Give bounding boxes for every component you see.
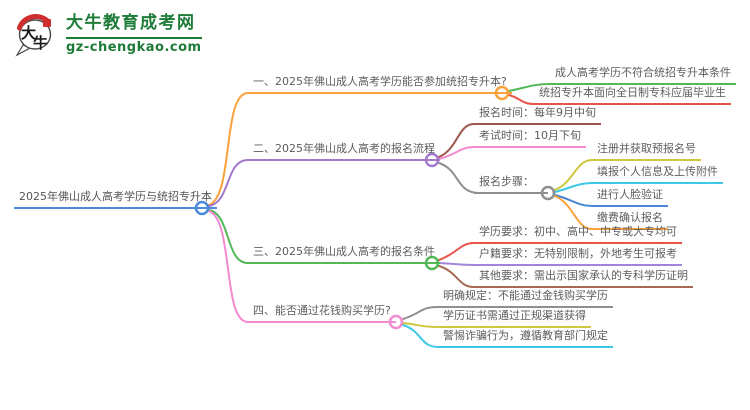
branch-4-child-3[interactable]: 警惕诈骗行为，遵循教育部门规定 bbox=[438, 328, 613, 348]
branch-4-child-1[interactable]: 明确规定：不能通过金钱购买学历 bbox=[438, 288, 613, 308]
connector-b3-c3 bbox=[438, 265, 475, 288]
branch-1-child-1[interactable]: 成人高考学历不符合统招专升本条件 bbox=[550, 65, 736, 85]
branch-2-child-3-steps[interactable]: 报名步骤： bbox=[474, 174, 548, 194]
logo-char-niu: 牛 bbox=[33, 34, 48, 52]
branch-4[interactable]: 四、能否通过花钱购买学历? bbox=[248, 303, 396, 323]
connector-root-branch3 bbox=[208, 209, 249, 264]
branch-2-child-2[interactable]: 考试时间：10月下旬 bbox=[474, 128, 586, 148]
branch-3[interactable]: 三、2025年佛山成人高考的报名条件 bbox=[248, 244, 440, 264]
site-title: 大牛教育成考网 bbox=[66, 12, 202, 39]
connector-b4-c3 bbox=[402, 324, 439, 348]
branch-1-child-2[interactable]: 统招专升本面向全日制专科应届毕业生 bbox=[534, 85, 731, 105]
connector-b4-c1 bbox=[402, 306, 439, 320]
steps-child-3[interactable]: 进行人脸验证 bbox=[592, 187, 668, 207]
daniu-bubble-icon: 大 牛 bbox=[15, 14, 52, 57]
connector-steps-c1 bbox=[554, 159, 593, 191]
connector-b3-c2 bbox=[438, 262, 475, 266]
branch-2[interactable]: 二、2025年佛山成人高考的报名流程 bbox=[248, 141, 440, 161]
branch-2-child-1[interactable]: 报名时间：每年9月中旬 bbox=[474, 105, 601, 125]
steps-child-1[interactable]: 注册并获取预报名号 bbox=[592, 141, 701, 161]
red-seal bbox=[43, 19, 51, 27]
logo[interactable]: 大 牛 大牛教育成考网 gz-chengkao.com bbox=[12, 12, 202, 58]
logo-char-da: 大 bbox=[21, 24, 36, 42]
connector-b2-c2 bbox=[438, 146, 475, 160]
bubble-body bbox=[18, 19, 52, 50]
steps-child-2[interactable]: 填报个人信息及上传附件 bbox=[592, 164, 723, 184]
root-topic[interactable]: 2025年佛山成人高考学历与统招专升本 bbox=[14, 189, 217, 209]
connector-steps-c2 bbox=[554, 182, 593, 193]
connector-b2-c1 bbox=[438, 123, 475, 158]
branch-3-child-3[interactable]: 其他要求：需出示国家承认的专科学历证明 bbox=[474, 268, 693, 288]
branch-1[interactable]: 一、2025年佛山成人高考学历能否参加统招专升本? bbox=[248, 74, 512, 94]
site-domain: gz-chengkao.com bbox=[66, 40, 202, 55]
connector-root-branch4 bbox=[208, 210, 249, 323]
steps-child-4[interactable]: 缴费确认报名 bbox=[592, 210, 668, 230]
branch-3-child-1[interactable]: 学历要求：初中、高中、中专或大专均可 bbox=[474, 224, 682, 244]
connector-steps-c3 bbox=[554, 194, 593, 207]
connector-b2-c3 bbox=[438, 162, 480, 194]
connector-b1-c2 bbox=[508, 94, 535, 105]
connector-b4-c2 bbox=[402, 322, 439, 328]
connector-b3-c1 bbox=[438, 242, 475, 261]
branch-3-child-2[interactable]: 户籍要求：无特别限制，外地考生可报考 bbox=[474, 246, 682, 266]
red-hat-arc bbox=[17, 14, 50, 31]
branch-4-child-2[interactable]: 学历证书需通过正规渠道获得 bbox=[438, 308, 591, 328]
